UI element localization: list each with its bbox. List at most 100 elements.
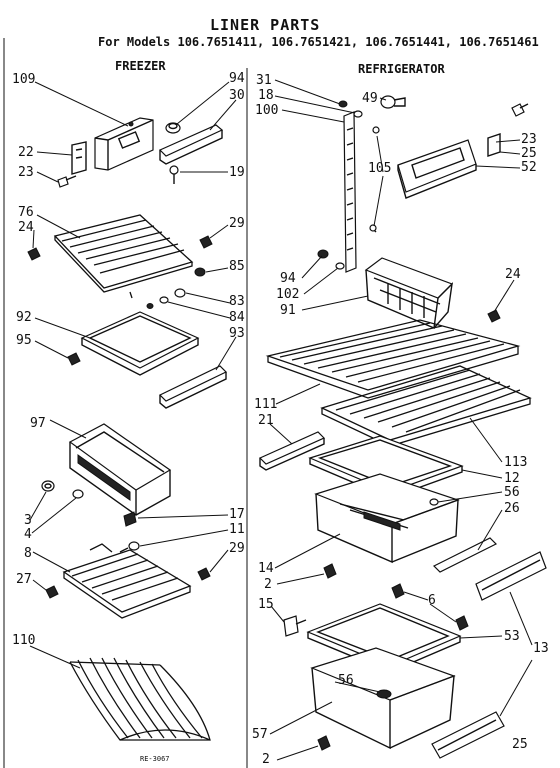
callout-29-lower: 29 — [229, 541, 245, 556]
part-29-clip-lower — [197, 567, 211, 581]
part-22-bracket — [71, 141, 87, 175]
parts-94-102-fittings — [317, 249, 345, 270]
callout-15: 15 — [258, 597, 274, 612]
freezer-callouts: 109 94 30 22 23 19 76 24 29 85 83 84 92 … — [12, 71, 245, 648]
parts-31-18-fittings — [338, 100, 363, 118]
part-94-knob — [165, 122, 181, 134]
part-26-rod — [432, 537, 498, 573]
callout-52: 52 — [521, 160, 537, 175]
part-2-clip-upper — [323, 563, 337, 579]
part-11-pin — [119, 541, 140, 553]
callout-11: 11 — [229, 522, 245, 537]
freezer-heading: FREEZER — [115, 59, 166, 73]
part-21-channel — [258, 431, 326, 471]
callout-53: 53 — [504, 629, 520, 644]
callout-110: 110 — [12, 633, 35, 648]
part-13-drawer-front-upper — [475, 551, 547, 601]
callout-111: 111 — [254, 397, 277, 412]
part-113-wire-shelf — [320, 365, 532, 447]
part-23-screw — [57, 175, 77, 188]
callout-23: 23 — [18, 165, 34, 180]
callout-94-right: 94 — [280, 271, 296, 286]
callout-19: 19 — [229, 165, 245, 180]
part-13-drawer-front-lower — [431, 711, 505, 759]
part-15-hinge-pin — [283, 615, 307, 637]
part-2-clip-lower — [317, 735, 331, 751]
callout-14: 14 — [258, 561, 274, 576]
callout-92: 92 — [16, 310, 32, 325]
callout-2-upper: 2 — [264, 577, 272, 592]
part-24-clip — [27, 247, 41, 261]
callout-17: 17 — [229, 507, 245, 522]
part-97-ice-bin — [68, 423, 172, 516]
refrigerator-callouts: 31 18 100 49 105 23 25 52 94 102 91 24 1… — [252, 73, 549, 767]
part-52-light-shield — [397, 139, 477, 199]
callout-105: 105 — [368, 161, 391, 176]
page-number: 25 — [512, 737, 528, 752]
part-91-dairy-bin — [364, 257, 454, 330]
callout-102: 102 — [276, 287, 299, 302]
part-105-screws — [369, 126, 380, 233]
callout-23-right: 23 — [521, 132, 537, 147]
part-57-crisper-drawer-lower — [310, 647, 456, 750]
callout-30: 30 — [229, 88, 245, 103]
part-111-wire-shelf-upper — [265, 319, 521, 399]
part-49-lamp — [380, 95, 406, 109]
callout-56-lower: 56 — [338, 673, 354, 688]
callout-8: 8 — [24, 546, 32, 561]
callout-91: 91 — [280, 303, 296, 318]
callout-3: 3 — [24, 513, 32, 528]
refrigerator-heading: REFRIGERATOR — [358, 62, 445, 76]
callout-57: 57 — [252, 727, 268, 742]
callout-113: 113 — [504, 455, 527, 470]
part-109-control-housing — [94, 117, 154, 171]
part-100-vertical-rail — [343, 111, 357, 273]
part-95-clip — [67, 352, 81, 366]
callout-26: 26 — [504, 501, 520, 516]
callout-4: 4 — [24, 527, 32, 542]
diagram-title: LINER PARTS — [210, 16, 320, 34]
callout-27: 27 — [16, 572, 32, 587]
callout-76: 76 — [18, 205, 34, 220]
callout-85: 85 — [229, 259, 245, 274]
freezer-leader-lines — [29, 81, 237, 669]
part-8-small-wire-shelf — [62, 543, 192, 619]
part-27-clip — [45, 585, 59, 599]
parts-3-4-washers — [41, 480, 84, 499]
callout-12: 12 — [504, 471, 520, 486]
refrigerator-leader-lines — [269, 79, 533, 761]
parts-85-83-84-fittings — [146, 267, 206, 309]
callout-84: 84 — [229, 310, 245, 325]
callout-56-upper: 56 — [504, 485, 520, 500]
part-110-wire-basket — [69, 657, 211, 741]
callout-24-right: 24 — [505, 267, 521, 282]
callout-100: 100 — [255, 103, 278, 118]
callout-25: 25 — [521, 146, 537, 161]
callout-31: 31 — [256, 73, 272, 88]
callout-93: 93 — [229, 326, 245, 341]
part-14-crisper-drawer — [314, 473, 460, 564]
callout-97: 97 — [30, 416, 46, 431]
callout-49: 49 — [362, 91, 378, 106]
callout-21: 21 — [258, 413, 274, 428]
callout-29-upper: 29 — [229, 216, 245, 231]
part-30-bar — [158, 124, 224, 165]
callout-13: 13 — [533, 641, 549, 656]
callout-6: 6 — [428, 593, 436, 608]
callout-94: 94 — [229, 71, 245, 86]
drawing-code: RE-3067 — [140, 755, 170, 763]
callout-83: 83 — [229, 294, 245, 309]
part-17-cap — [123, 511, 137, 527]
callout-95: 95 — [16, 333, 32, 348]
part-92-tray — [80, 311, 200, 376]
callout-24: 24 — [18, 220, 34, 235]
models-subtitle: For Models 106.7651411, 106.7651421, 106… — [98, 35, 539, 49]
part-29-clip — [199, 235, 213, 249]
callout-22: 22 — [18, 145, 34, 160]
part-93-channel — [158, 365, 228, 409]
part-6-clips — [391, 583, 469, 631]
part-19-screw — [169, 165, 179, 184]
callout-2-lower: 2 — [262, 752, 270, 767]
